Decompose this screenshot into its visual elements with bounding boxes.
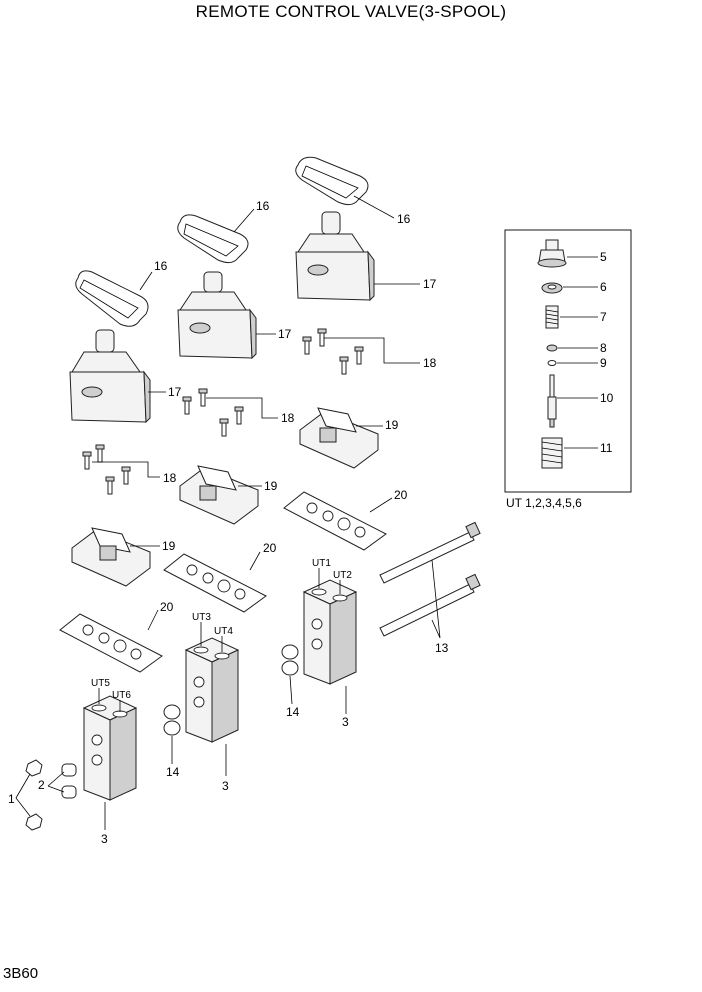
- callout-20: 20: [160, 600, 174, 614]
- tie-bolt-part-13: [379, 573, 481, 637]
- callout-3: 3: [101, 832, 108, 846]
- callout-17: 17: [423, 277, 437, 291]
- port-label-ut5: UT5: [91, 678, 110, 689]
- spool-part: [547, 374, 557, 428]
- callout-18: 18: [423, 356, 437, 370]
- callout-18: 18: [281, 411, 295, 425]
- callout-10: 10: [600, 391, 614, 405]
- cam-plate-part-19: [179, 465, 259, 525]
- plug-part: [541, 282, 563, 294]
- callout-8: 8: [600, 341, 607, 355]
- gasket-part-16: [75, 270, 149, 327]
- callout-16: 16: [154, 259, 168, 273]
- inset-caption: UT 1,2,3,4,5,6: [506, 496, 582, 510]
- callout-19: 19: [264, 479, 278, 493]
- shim-part: [547, 360, 557, 366]
- callout-13: 13: [435, 641, 449, 655]
- washer-part: [546, 344, 558, 352]
- nut-part-1: [25, 759, 43, 831]
- fitting-part-2: [61, 763, 77, 799]
- lever-boot-part-17: [69, 329, 151, 424]
- port-label-ut2: UT2: [333, 570, 352, 581]
- callout-14: 14: [286, 705, 300, 719]
- port-labels: UT1 UT2 UT3 UT4 UT5 UT6: [91, 558, 352, 701]
- callout-20: 20: [263, 541, 277, 555]
- spool-inset: [504, 229, 632, 493]
- port-label-ut3: UT3: [192, 612, 211, 623]
- o-ring-part-14: [163, 704, 181, 736]
- callout-5: 5: [600, 250, 607, 264]
- callout-1: 1: [8, 792, 15, 806]
- gasket-part-16: [295, 156, 369, 206]
- small-spring-part: [545, 305, 559, 329]
- callout-7: 7: [600, 310, 607, 324]
- callout-17: 17: [168, 385, 182, 399]
- callout-11: 11: [600, 441, 613, 455]
- callout-17: 17: [278, 327, 292, 341]
- callout-2: 2: [38, 778, 45, 792]
- leader-lines: [15, 195, 441, 830]
- page-title: REMOTE CONTROL VALVE(3-SPOOL): [195, 2, 507, 21]
- valve-body-part-3: [302, 579, 358, 685]
- callout-16: 16: [397, 212, 411, 226]
- lever-boot-part-17: [295, 211, 375, 302]
- callout-19: 19: [385, 418, 399, 432]
- callout-16: 16: [256, 199, 270, 213]
- callout-14: 14: [166, 765, 180, 779]
- callout-20: 20: [394, 488, 408, 502]
- screw-group-18: [82, 328, 364, 495]
- tie-bolt-part-13: [379, 521, 481, 584]
- return-spring-part: [541, 437, 563, 469]
- valve-body-part-3: [82, 695, 138, 801]
- callout-18: 18: [163, 471, 177, 485]
- port-label-ut6: UT6: [112, 690, 131, 701]
- lever-boot-part-17: [177, 271, 257, 360]
- push-rod-cap-part: [537, 239, 567, 268]
- page-code: 3B60: [3, 965, 39, 982]
- cam-plate-part-19: [299, 407, 379, 469]
- port-label-ut4: UT4: [214, 626, 233, 637]
- callout-3: 3: [342, 715, 349, 729]
- plate-part-20: [163, 553, 267, 613]
- gasket-part-16: [177, 214, 249, 264]
- plate-part-20: [59, 613, 163, 673]
- port-label-ut1: UT1: [312, 558, 331, 569]
- callout-3: 3: [222, 779, 229, 793]
- callout-9: 9: [600, 356, 607, 370]
- callout-labels: 16 16 16 17 17 17 18 18 18 19 19 19 20 2…: [8, 199, 614, 846]
- o-ring-part-14: [281, 644, 299, 676]
- callout-19: 19: [162, 539, 176, 553]
- cam-plate-part-19: [71, 527, 151, 587]
- plate-part-20: [283, 491, 387, 551]
- callout-6: 6: [600, 280, 607, 294]
- valve-body-part-3: [184, 637, 240, 743]
